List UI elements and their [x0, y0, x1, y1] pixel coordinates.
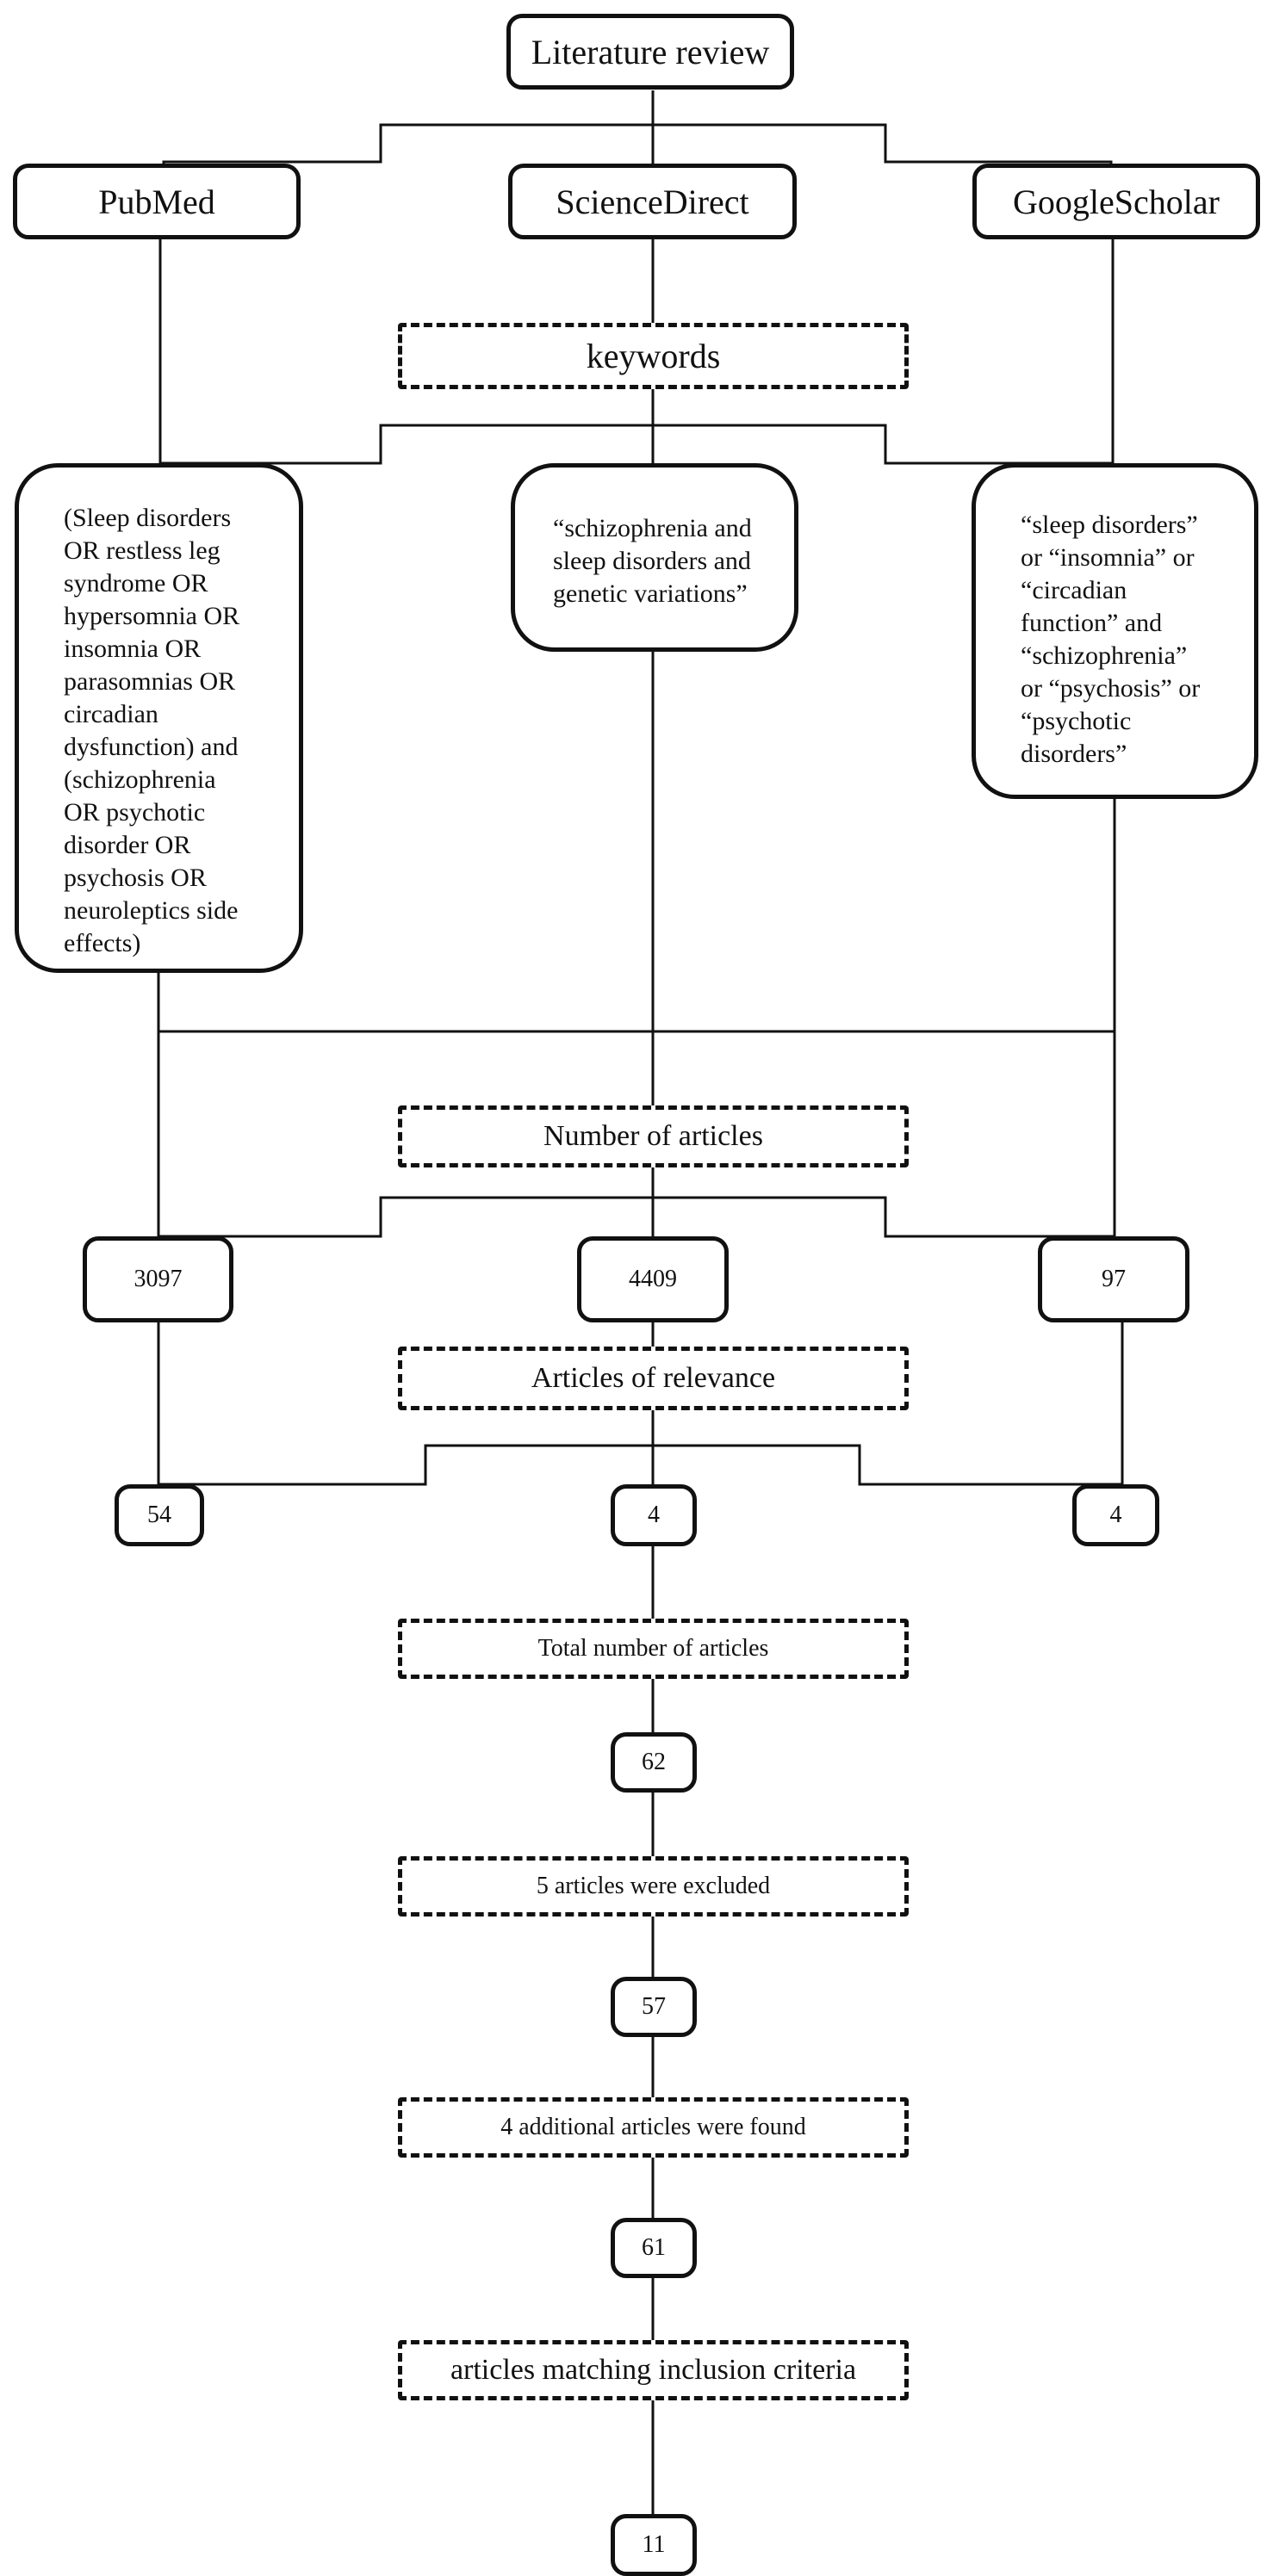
- googlescholar-node: GoogleScholar: [972, 164, 1260, 239]
- number-of-articles-node: Number of articles: [398, 1105, 909, 1167]
- googlescholar-relevant-node: 4: [1072, 1484, 1159, 1546]
- total-articles-node: Total number of articles: [398, 1619, 909, 1679]
- excluded-articles-node: 5 articles were excluded: [398, 1856, 909, 1917]
- keywords-node: keywords: [398, 323, 909, 389]
- literature-review-node: Literature review: [506, 14, 794, 90]
- after-exclusion-node: 57: [611, 1977, 697, 2037]
- articles-of-relevance-node: Articles of relevance: [398, 1347, 909, 1410]
- pubmed-count-node: 3097: [83, 1236, 233, 1322]
- inclusion-criteria-node: articles matching inclusion criteria: [398, 2340, 909, 2400]
- final-value-node: 11: [611, 2514, 697, 2576]
- after-additional-node: 61: [611, 2218, 697, 2278]
- pubmed-query-node: (Sleep disorders OR restless leg syndrom…: [15, 463, 303, 973]
- total-value-node: 62: [611, 1732, 697, 1793]
- sciencedirect-query-node: “schizophrenia and sleep disorders and g…: [511, 463, 798, 652]
- additional-articles-node: 4 additional articles were found: [398, 2097, 909, 2158]
- sciencedirect-relevant-node: 4: [611, 1484, 697, 1546]
- googlescholar-count-node: 97: [1038, 1236, 1189, 1322]
- googlescholar-query-node: “sleep disorders” or “insomnia” or “circ…: [972, 463, 1258, 799]
- pubmed-relevant-node: 54: [115, 1484, 204, 1546]
- sciencedirect-count-node: 4409: [577, 1236, 729, 1322]
- pubmed-node: PubMed: [13, 164, 301, 239]
- sciencedirect-node: ScienceDirect: [508, 164, 797, 239]
